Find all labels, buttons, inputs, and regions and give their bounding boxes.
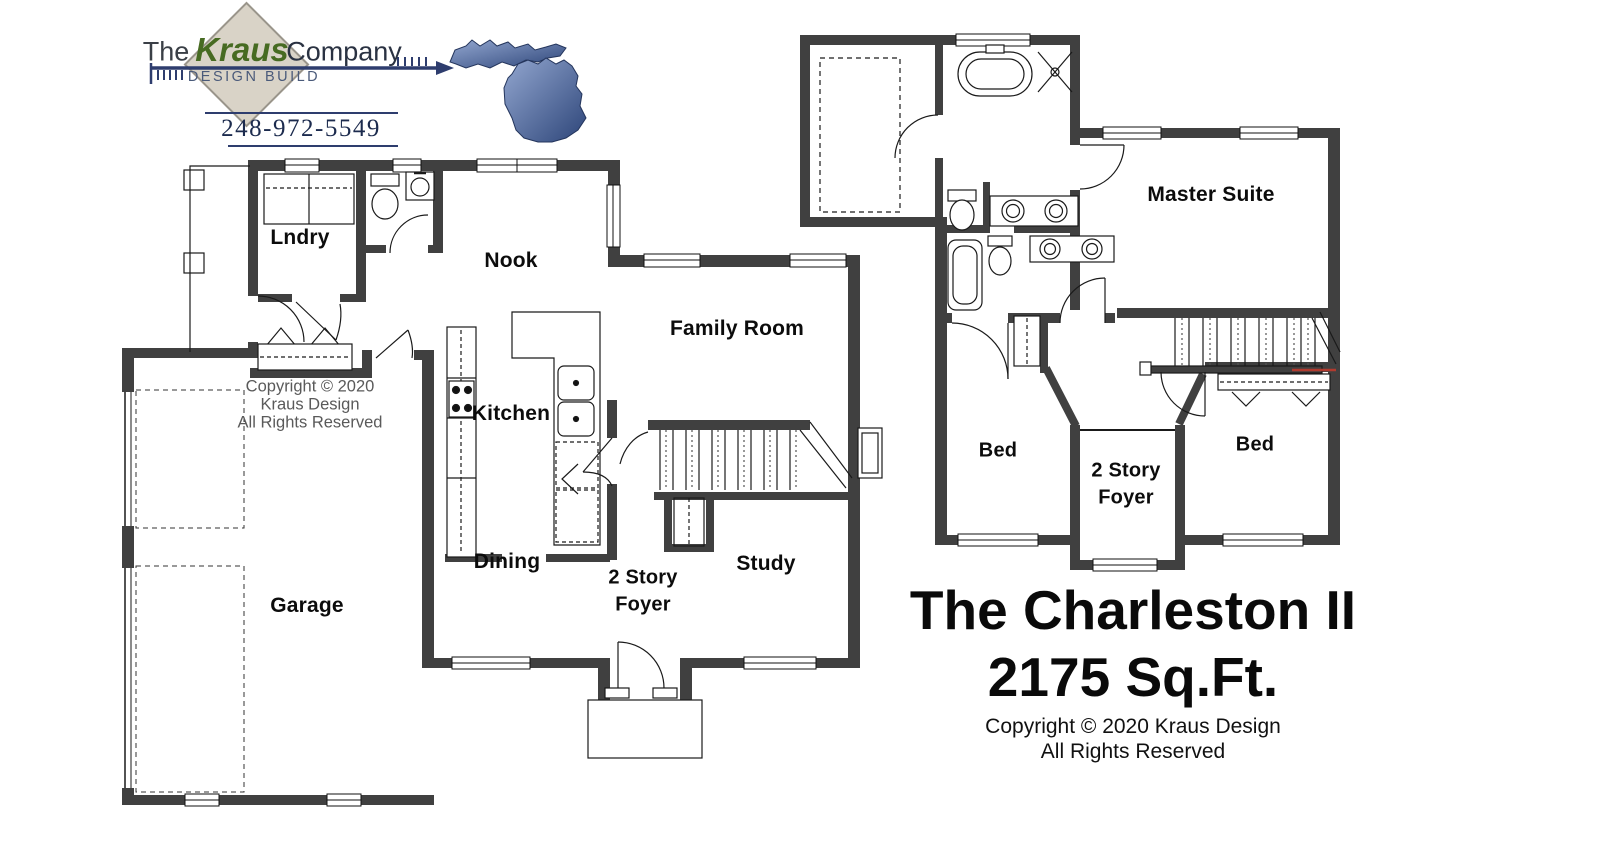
window <box>1102 126 1162 140</box>
door-arc <box>1079 144 1125 190</box>
plan-name-title: The Charleston II <box>909 579 1357 641</box>
double-vanity <box>1029 235 1115 263</box>
room-label-foyer2-line2: Foyer <box>1098 486 1154 509</box>
door-arc <box>248 295 305 343</box>
first-floor-walls <box>122 160 860 805</box>
bath-sink <box>405 171 435 201</box>
logo-phone: 248-972-5549 <box>221 115 381 142</box>
garage-door <box>121 389 245 793</box>
dishwasher <box>555 441 599 543</box>
stove <box>448 380 475 418</box>
plan-copyright-line2: Kraus Design <box>260 395 360 414</box>
linen-closet <box>1013 315 1041 367</box>
window <box>451 656 531 670</box>
toilet <box>987 235 1013 276</box>
double-vanity <box>989 195 1079 227</box>
plan-copyright-line1: Copyright © 2020 <box>245 377 375 396</box>
room-label-study: Study <box>736 552 796 575</box>
plan-area-title: 2175 Sq.Ft. <box>987 646 1279 708</box>
window <box>326 793 362 807</box>
stairs <box>1139 311 1341 376</box>
window <box>643 253 701 268</box>
closet-rod <box>1231 391 1321 407</box>
window <box>1092 558 1158 572</box>
room-label-foyer1-line2: Foyer <box>615 593 671 616</box>
kitchen-island <box>446 326 477 558</box>
room-label-bed-left: Bed <box>978 439 1018 462</box>
room-label-garage: Garage <box>270 594 344 617</box>
side-porch <box>183 165 250 352</box>
window <box>1239 126 1299 140</box>
first-floor-features <box>183 165 883 759</box>
door-arc <box>582 437 617 487</box>
window <box>955 33 1031 47</box>
room-label-family-room: Family Room <box>669 317 805 340</box>
plan-copyright-line3: All Rights Reserved <box>237 413 383 432</box>
entry-door <box>604 641 678 699</box>
second-floor-windows <box>955 33 1304 572</box>
title-copyright-line2: All Rights Reserved <box>1040 740 1226 763</box>
first-floor-windows <box>184 158 847 807</box>
door-arc <box>375 329 414 359</box>
window-seat <box>1217 373 1331 391</box>
door-arc <box>951 322 1009 380</box>
logo-word-the: The <box>142 36 190 67</box>
room-label-foyer2-line1: 2 Story <box>1091 459 1161 482</box>
logo-word-company: Company <box>286 36 402 67</box>
stairs <box>619 421 853 547</box>
closet-rod <box>265 327 341 347</box>
room-label-bed-right: Bed <box>1235 433 1275 456</box>
door-arc <box>1059 277 1106 324</box>
room-label-lndry: Lndry <box>270 226 330 249</box>
second-floor-features <box>819 44 1341 431</box>
shower <box>1037 51 1073 93</box>
toilet <box>370 173 400 220</box>
logo-tagline: DESIGN BUILD <box>187 69 321 85</box>
window <box>476 158 558 173</box>
window <box>957 533 1039 547</box>
logo-arrow <box>149 57 454 84</box>
room-label-master-suite: Master Suite <box>1147 183 1275 206</box>
window <box>392 158 422 173</box>
second-floor-walls <box>800 35 1340 570</box>
bench <box>257 343 353 371</box>
room-label-kitchen: Kitchen <box>471 402 551 425</box>
room-label-dining: Dining <box>473 550 541 573</box>
window <box>184 793 220 807</box>
door-arc <box>894 114 939 159</box>
pantry-door <box>561 463 579 495</box>
washer-dryer <box>263 173 355 225</box>
bathtub <box>947 239 983 311</box>
toilet <box>947 189 977 231</box>
logo-word-kraus: Kraus <box>195 31 289 68</box>
window <box>1222 533 1304 547</box>
window <box>789 253 847 268</box>
room-label-nook: Nook <box>484 249 538 272</box>
phone-rules <box>205 112 398 147</box>
second-floor-angled-walls <box>1042 366 1207 428</box>
walkin-closet <box>819 57 901 213</box>
room-label-foyer1-line1: 2 Story <box>608 566 678 589</box>
door-arc <box>295 301 342 341</box>
fireplace <box>857 427 883 479</box>
door-arc <box>389 214 429 254</box>
front-porch <box>587 699 703 759</box>
bathtub <box>957 44 1033 97</box>
kitchen-sink <box>557 365 595 437</box>
title-copyright-line1: Copyright © 2020 Kraus Design <box>985 715 1281 738</box>
door-arc <box>1160 371 1206 417</box>
window <box>606 184 621 248</box>
michigan-map-icon <box>449 39 587 143</box>
window <box>284 158 320 173</box>
window <box>743 656 817 670</box>
